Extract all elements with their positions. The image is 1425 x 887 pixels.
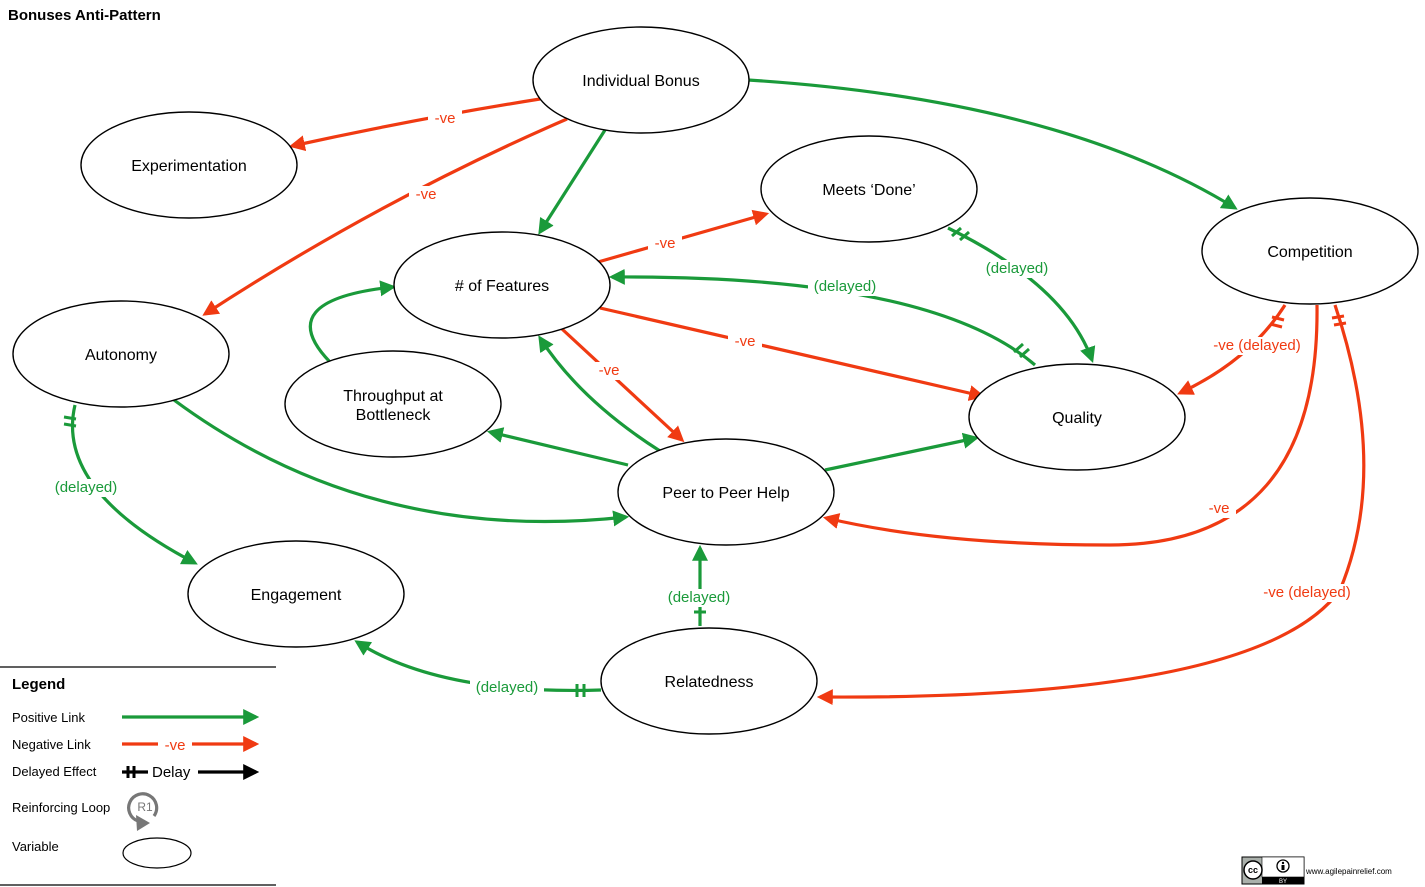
loop-sample-text: R1 [137, 800, 153, 814]
legend-negative-sample: -ve [165, 737, 186, 754]
node-relatedness: Relatedness [600, 627, 818, 735]
node-engagement: Engagement [187, 540, 405, 648]
edge-peer-quality [824, 432, 980, 472]
node-individual-bonus: Individual Bonus [532, 26, 750, 134]
node-features: # of Features [393, 231, 611, 339]
legend-heading: Legend [12, 676, 65, 693]
label-bonus-experimentation: -ve [435, 110, 456, 127]
edge-peer-throughput [486, 427, 629, 467]
reinforcing-loop-icon: R1 [127, 792, 159, 831]
label-autonomy-engagement: (delayed) [55, 479, 118, 496]
legend-delay-sample: Delay [152, 764, 191, 781]
label-competition-relatedness: -ve (delayed) [1263, 584, 1351, 601]
legend-loop-label: Reinforcing Loop [12, 800, 110, 815]
node-label: Engagement [251, 587, 342, 604]
node-meets-done: Meets ‘Done’ [760, 135, 978, 243]
node-label: Peer to Peer Help [662, 485, 789, 502]
label-relatedness-peer: (delayed) [668, 589, 731, 606]
node-label: # of Features [455, 278, 549, 295]
node-label: Competition [1267, 244, 1352, 261]
edge-relatedness-engagement [354, 640, 602, 692]
node-label: Relatedness [665, 674, 754, 691]
edge-labels: -ve -ve -ve (delayed) (delayed) -ve -ve … [49, 110, 1358, 697]
edge-features-peer [560, 327, 685, 443]
label-bonus-autonomy: -ve [416, 186, 437, 203]
edge-bonus-competition [747, 78, 1238, 210]
site-url: www.agilepainrelief.com [1305, 867, 1392, 876]
node-peer-help: Peer to Peer Help [617, 438, 835, 546]
node-label: Meets ‘Done’ [822, 182, 915, 199]
cc-license-badge: cc BY www.agilepainrelief.com [1241, 856, 1392, 885]
legend-positive-label: Positive Link [12, 710, 85, 725]
label-done-quality: (delayed) [986, 260, 1049, 277]
node-label: Throughput at [343, 388, 443, 405]
label-competition-peer: -ve [1209, 500, 1230, 517]
legend: Legend Positive Link Negative Link -ve D… [0, 666, 276, 886]
by-text: BY [1279, 879, 1287, 885]
edge-quality-features [608, 268, 1037, 367]
delay-marks [63, 226, 1347, 697]
node-label: Autonomy [85, 347, 157, 364]
edge-peer-features [538, 335, 661, 453]
edge-competition-peer [822, 304, 1319, 547]
label-features-quality: -ve [735, 333, 756, 350]
label-quality-features: (delayed) [814, 278, 877, 295]
page-title: Bonuses Anti-Pattern [8, 7, 161, 24]
legend-variable-label: Variable [12, 839, 59, 854]
node-label: Individual Bonus [582, 73, 699, 90]
edge-done-quality [947, 226, 1096, 364]
edge-bonus-features [538, 129, 607, 235]
edge-bonus-autonomy [202, 117, 568, 316]
node-label: Experimentation [131, 158, 247, 175]
node-label: Quality [1052, 410, 1102, 427]
node-quality: Quality [968, 363, 1186, 471]
node-label: Bottleneck [356, 407, 432, 424]
label-relatedness-engagement: (delayed) [476, 679, 539, 696]
edge-autonomy-peer [173, 398, 630, 527]
edge-bonus-experimentation [288, 97, 541, 152]
legend-negative-label: Negative Link [12, 737, 91, 752]
label-competition-quality: -ve (delayed) [1213, 337, 1301, 354]
cc-text: cc [1248, 865, 1258, 875]
node-throughput: Throughput at Bottleneck [284, 350, 502, 458]
node-experimentation: Experimentation [80, 111, 298, 219]
edge-competition-relatedness [816, 304, 1366, 706]
legend-delayed-label: Delayed Effect [12, 764, 97, 779]
node-autonomy: Autonomy [12, 300, 230, 408]
label-features-peer: -ve [599, 362, 620, 379]
label-features-done: -ve [655, 235, 676, 252]
edge-throughput-features [308, 280, 397, 364]
node-competition: Competition [1201, 197, 1419, 305]
legend-variable-ellipse [122, 837, 192, 869]
edge-features-quality [599, 306, 986, 401]
